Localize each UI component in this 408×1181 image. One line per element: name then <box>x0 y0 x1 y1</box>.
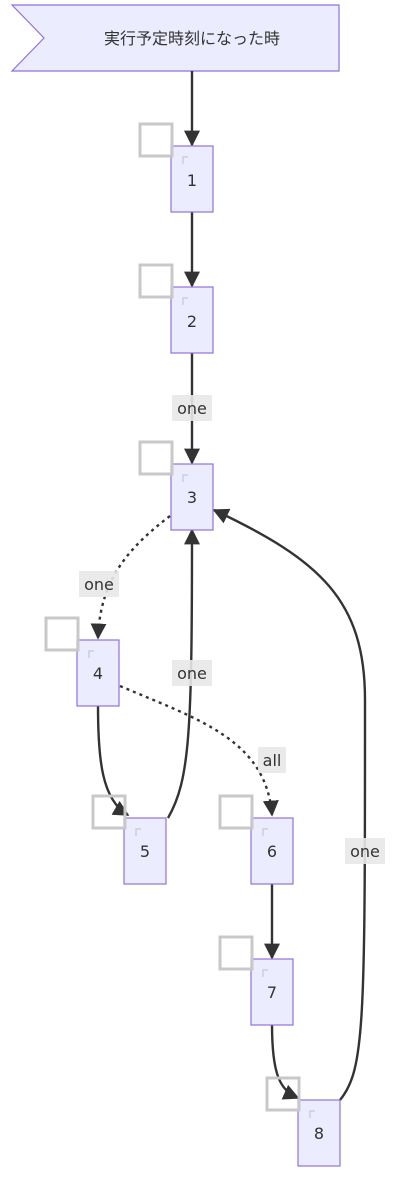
node-5[interactable]: 5 <box>91 794 167 885</box>
node-6[interactable]: 6 <box>218 794 294 885</box>
node-label: 6 <box>267 842 277 861</box>
checkbox-icon <box>91 794 127 830</box>
edge-4-5 <box>96 705 130 817</box>
checkbox-icon <box>44 616 80 652</box>
svg-text:one: one <box>177 399 207 418</box>
node-label: 8 <box>314 1124 324 1143</box>
corner-icon <box>262 828 268 836</box>
corner-icon <box>309 1110 315 1118</box>
svg-text:one: one <box>84 575 114 594</box>
edges <box>90 71 367 1101</box>
corner-icon <box>182 156 188 164</box>
edge-7-8 <box>270 1023 300 1100</box>
node-label: 1 <box>187 171 197 190</box>
svg-text:all: all <box>263 751 282 770</box>
checkbox-icon <box>138 263 174 299</box>
svg-text:one: one <box>177 664 207 683</box>
checkbox-icon <box>265 1076 301 1112</box>
node-2[interactable]: 2 <box>138 263 214 354</box>
edge-label-4-6: all <box>258 747 286 773</box>
edge-label-5-3: one <box>172 660 212 686</box>
node-8[interactable]: 8 <box>265 1076 341 1167</box>
checkbox-icon <box>138 122 174 158</box>
edge-label-8-3: one <box>345 838 385 864</box>
node-3[interactable]: 3 <box>138 440 214 531</box>
node-4[interactable]: 4 <box>44 616 120 707</box>
node-7[interactable]: 7 <box>218 935 294 1026</box>
edge-4-6 <box>119 684 279 817</box>
edge-8-3 <box>212 508 367 1101</box>
trigger-label: 実行予定時刻になった時 <box>104 29 280 48</box>
corner-icon <box>182 297 188 305</box>
trigger-node[interactable]: 実行予定時刻になった時 <box>10 4 340 72</box>
corner-icon <box>88 650 94 658</box>
node-label: 3 <box>187 488 197 507</box>
node-label: 2 <box>187 312 197 331</box>
edge-5-3 <box>166 528 200 819</box>
node-1[interactable]: 1 <box>138 122 214 213</box>
corner-icon <box>182 474 188 482</box>
edge-label-3-4: one <box>79 571 119 597</box>
corner-icon <box>262 969 268 977</box>
checkbox-icon <box>218 794 254 830</box>
checkbox-icon <box>218 935 254 971</box>
node-label: 4 <box>93 664 103 683</box>
edge-label-2-3: one <box>172 395 212 421</box>
corner-icon <box>135 828 141 836</box>
node-label: 7 <box>267 983 277 1002</box>
checkbox-icon <box>138 440 174 476</box>
edge-3-4 <box>90 515 171 640</box>
svg-text:one: one <box>350 842 380 861</box>
node-label: 5 <box>140 842 150 861</box>
